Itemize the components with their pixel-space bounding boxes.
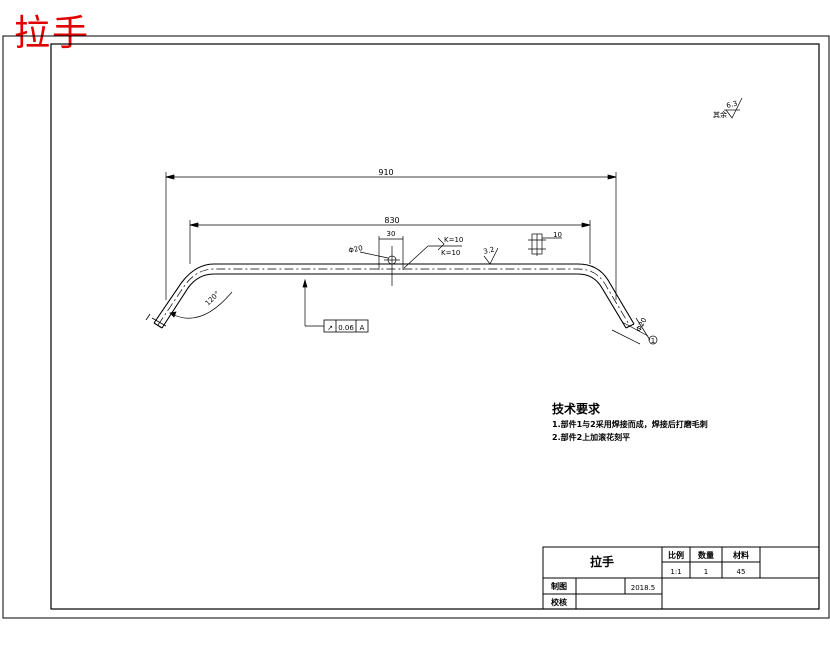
- global-roughness-symbol: [724, 97, 743, 119]
- roughness-symbol: [483, 247, 499, 265]
- global-roughness-value: 6.3: [726, 99, 739, 109]
- drawn-label: 制图: [551, 581, 567, 591]
- notes-heading: 技术要求: [552, 401, 601, 416]
- title-block-name: 拉手: [590, 554, 614, 569]
- dim-910: [165, 172, 617, 300]
- weld-top-label: K=10: [444, 236, 463, 244]
- weld-bottom-label: K=10: [441, 249, 460, 257]
- tolerance-value: 0.06: [338, 324, 354, 332]
- dim-30-label: 30: [387, 230, 396, 238]
- end-dim-10-label: 10: [553, 231, 562, 239]
- notes-item-2: 2.部件2上加滚花刻平: [552, 432, 630, 442]
- centerline: [157, 268, 631, 327]
- qty-label: 数量: [698, 550, 714, 560]
- tolerance-frame: [323, 319, 369, 333]
- dim-830-label: 830: [384, 216, 399, 225]
- drawing-frame: [50, 43, 820, 610]
- rod-diameter-dim: [611, 317, 658, 345]
- notes-item-1: 1.部件1与2采用焊接而成，焊接后打磨毛刺: [552, 419, 708, 429]
- sheet-border: [2, 35, 830, 619]
- dim-910-label: 910: [378, 168, 393, 177]
- end-dim-10: [528, 233, 562, 256]
- part-balloon-label: 1: [651, 337, 655, 345]
- qty-value: 1: [704, 568, 708, 576]
- material-value: 45: [737, 568, 746, 576]
- weld-symbol: [403, 237, 462, 269]
- dim-30: [378, 236, 404, 286]
- scale-label: 比例: [668, 550, 684, 560]
- material-label: 材料: [733, 550, 749, 560]
- title-block: [542, 546, 820, 610]
- tolerance-symbol: ↗: [327, 324, 333, 332]
- hole-diameter-leader: [359, 251, 389, 259]
- dim-830: [189, 220, 591, 264]
- scale-value: 1:1: [670, 568, 681, 576]
- tolerance-leader: [302, 278, 324, 327]
- bend-angle-label: 120°: [204, 290, 222, 308]
- left-end-detail: [145, 313, 167, 327]
- bend-angle: [169, 291, 233, 319]
- tolerance-datum: A: [360, 324, 365, 332]
- date-value: 2018.5: [631, 584, 656, 592]
- global-roughness-label: 其余: [713, 110, 727, 119]
- hole-diameter-label: Φ20: [348, 244, 364, 255]
- roughness-label: 3.2: [483, 245, 496, 255]
- handle-outline: [153, 263, 635, 329]
- check-label: 校核: [551, 597, 567, 607]
